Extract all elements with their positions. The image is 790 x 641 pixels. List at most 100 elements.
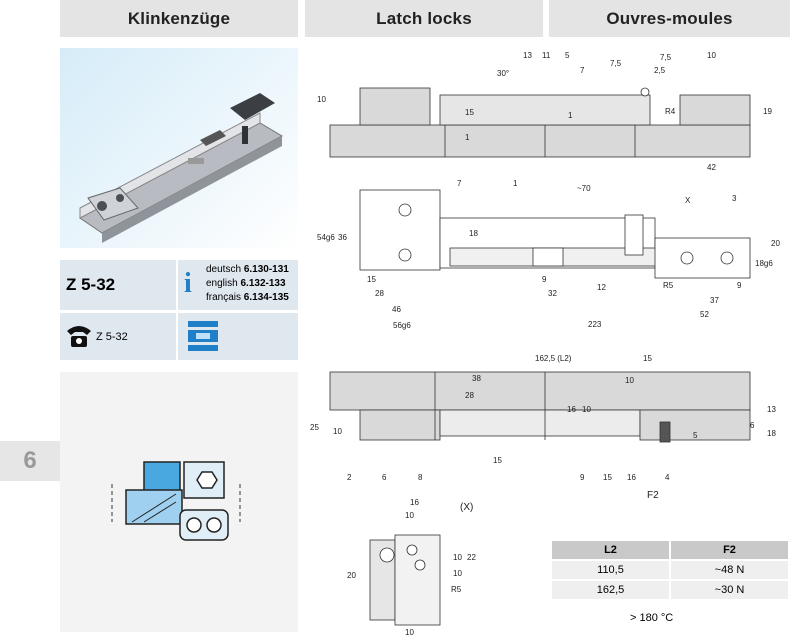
detail-dim-10-a: 10 [405,511,414,520]
detail-dim-10-b: 10 [453,553,462,562]
dim-18g6: 18g6 [755,259,773,268]
dim-12: 12 [597,283,606,292]
dim-54g6: 54g6 [317,233,335,242]
dim-18: 18 [469,229,478,238]
dim-10-section-a: 10 [625,376,634,385]
dim-7-5-a: 7,5 [660,53,672,62]
detail-dim-20: 20 [347,571,356,580]
dim-15-section-b: 15 [493,456,502,465]
ref-english[interactable]: english 6.132-133 [206,278,286,289]
table-row: 110,5 ~48 N [552,559,788,579]
header-latch-locks: Latch locks [305,0,543,37]
detail-view-x [369,534,441,626]
dim-13: 13 [767,405,776,414]
dim-20: 20 [771,239,780,248]
callout-16: 16 [627,473,636,482]
detail-dim-16: 16 [410,498,419,507]
table-cell: ~30 N [669,581,788,599]
dim-52: 52 [700,310,709,319]
side-view-top [329,87,751,158]
dim-1-b: 1 [465,133,470,142]
dim-15-section: 15 [643,354,652,363]
product-photo [60,48,298,248]
view-X: X [685,196,691,205]
dim-2-5: 2,5 [654,66,666,75]
phone-order[interactable]: Z 5-32 [60,313,176,360]
detail-dim-10-c: 10 [453,569,462,578]
callout-9: 9 [580,473,585,482]
mold-icon-tile[interactable] [178,313,298,360]
technical-drawing: 13 11 5 10 30° 7,5 2,5 7,5 7 15 1 1 R4 1… [310,51,780,637]
callout-4: 4 [665,473,670,482]
dim-42: 42 [707,163,716,172]
dim-223: 223 [588,320,602,329]
plan-view [359,189,751,279]
catalog-references: i deutsch 6.130-131 english 6.132-133 fr… [178,260,298,310]
product-code: Z 5-32 [60,260,176,310]
callout-7: 7 [457,179,462,188]
section-view [329,371,751,443]
mold-icon [188,321,218,351]
callout-10: 10 [707,51,716,60]
dim-9-right: 9 [737,281,742,290]
detail-dim-10-d: 10 [405,628,414,637]
detail-dim-22: 22 [467,553,476,562]
dim-10-section-b: 10 [582,405,591,414]
dim-36: 36 [338,233,347,242]
callout-5: 5 [565,51,570,60]
header-ouvres-moules: Ouvres-moules [549,0,790,37]
ref-deutsch[interactable]: deutsch 6.130-131 [206,264,289,275]
table-row: 162,5 ~30 N [552,579,788,599]
dim-19: 19 [763,107,772,116]
dim-32: 32 [548,289,557,298]
callout-15: 15 [603,473,612,482]
dim-15: 15 [465,108,474,117]
table-header-L2: L2 [604,544,617,556]
dim-10-section-c: 10 [333,427,342,436]
dim-5: 5 [693,431,698,440]
dim-25: 25 [310,423,319,432]
table-cell: 162,5 [596,584,625,596]
dim-30deg: 30° [497,69,509,78]
dim-18-section: 18 [767,429,776,438]
callout-6: 6 [382,473,387,482]
dim-7: 7 [580,66,585,75]
detail-label-X: (X) [460,502,473,513]
dim-7-5-b: 7,5 [610,59,622,68]
force-label-F2: F2 [647,490,659,501]
dim-15-plan: 15 [367,275,376,284]
callout-1: 1 [513,179,518,188]
dim-70: ~70 [577,184,591,193]
dim-56g6: 56g6 [393,321,411,330]
dim-6: 6 [750,421,755,430]
force-table: L2 F2 110,5 ~48 N 162,5 ~30 N [552,541,788,599]
table-header-F2: F2 [669,541,788,559]
callout-8: 8 [418,473,423,482]
dim-46: 46 [392,305,401,314]
table-header-row: L2 F2 [552,541,788,559]
temperature-note: > 180 °C [630,612,674,624]
telephone-icon [67,326,91,347]
dim-R5: R5 [663,281,674,290]
section-tab-number[interactable]: 6 [0,441,60,481]
callout-3: 3 [732,194,737,203]
dim-162-5-L2: 162,5 (L2) [535,354,572,363]
dim-9: 9 [542,275,547,284]
table-cell: 110,5 [597,564,624,576]
dim-37: 37 [710,296,719,305]
table-cell: ~48 N [669,561,788,579]
dim-28: 28 [375,289,384,298]
dim-1-a: 1 [568,111,573,120]
dim-38: 38 [472,374,481,383]
schematic-sketch [60,372,298,632]
callout-11: 11 [542,51,551,60]
info-icon: i [184,268,192,299]
header-klinkenzuege: Klinkenzüge [60,0,298,37]
dim-10: 10 [317,95,326,104]
dim-28-section: 28 [465,391,474,400]
callout-13: 13 [523,51,532,60]
dim-16: 16 [567,405,576,414]
ref-francais[interactable]: français 6.134-135 [206,292,289,303]
dim-R4: R4 [665,107,676,116]
callout-2: 2 [347,473,352,482]
